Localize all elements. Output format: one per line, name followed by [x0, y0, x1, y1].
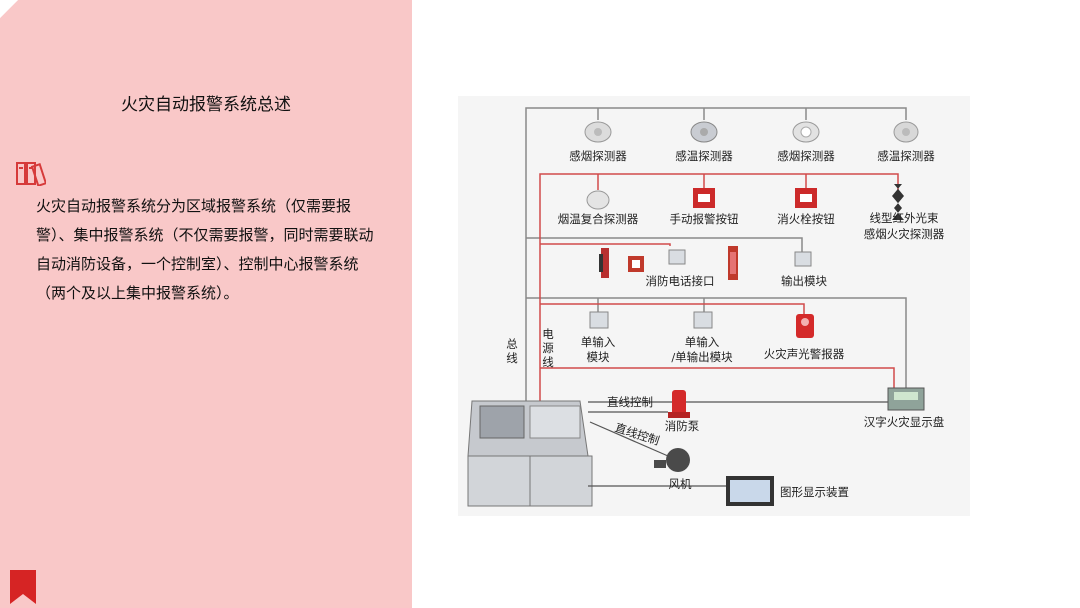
- telephone-jack: [628, 256, 644, 272]
- label-heat-detector-1: 感温探测器: [675, 149, 733, 163]
- input-output-module: [693, 311, 713, 329]
- manual-alarm-button: [693, 188, 715, 208]
- label-display-panel: 汉字火灾显示盘: [864, 415, 945, 429]
- heat-detector: [690, 121, 718, 143]
- label-beam-detector-line2: 感烟火灾探测器: [864, 227, 945, 241]
- fire-pump: [668, 390, 690, 418]
- telephone-interface-module: [668, 249, 686, 265]
- label-fire-pump: 消防泵: [665, 419, 700, 433]
- detector-row-2: 烟温复合探测器 手动报警按钮 消火栓按钮 线型红外光束 感烟火灾探测器: [558, 184, 945, 241]
- label-manual-alarm-button: 手动报警按钮: [670, 212, 739, 226]
- label-hydrant-button: 消火栓按钮: [777, 212, 835, 226]
- label-fan: 风机: [669, 477, 692, 491]
- chinese-fire-display-panel: [887, 387, 925, 411]
- smoke-detector: [584, 121, 612, 143]
- graphic-display-device: [726, 476, 774, 506]
- label-input-module-line1: 单输入: [581, 335, 616, 349]
- label-io-module-line1: 单输入: [685, 335, 720, 349]
- label-heat-detector-2: 感温探测器: [877, 149, 935, 163]
- label-smoke-detector-2: 感烟探测器: [777, 149, 835, 163]
- body-text: 火灾自动报警系统分为区域报警系统（仅需要报警）、集中报警系统（不仅需要报警，同时…: [36, 197, 374, 302]
- fire-alarm-system-diagram: 感烟探测器 感温探测器 感烟探测器 感温探测器 烟温复合探测器 手动报警按钮 消…: [458, 96, 970, 516]
- slide-title: 火灾自动报警系统总述: [121, 95, 291, 115]
- label-telephone-interface: 消防电话接口: [646, 274, 715, 288]
- telephone-handset: [599, 248, 609, 278]
- device-row-3: 消防电话接口 输出模块: [599, 246, 827, 288]
- power-line: [539, 173, 899, 421]
- bookmark-icon: [10, 570, 36, 604]
- label-input-module-line2: 模块: [587, 350, 610, 364]
- heat-detector: [893, 121, 919, 143]
- sound-light-alarm: [796, 314, 814, 338]
- label-beam-detector-line1: 线型红外光束: [870, 211, 939, 225]
- label-output-module: 输出模块: [781, 274, 827, 288]
- label-io-module-line2: /单输出模块: [671, 350, 733, 364]
- label-direct-control-1: 直线控制: [607, 395, 653, 409]
- input-module: [589, 311, 609, 329]
- label-sound-light-alarm: 火灾声光警报器: [764, 347, 845, 361]
- left-panel: 火灾自动报警系统总述 火灾自动报警系统分为区域报警系统（仅需要报警）、集中报警系…: [0, 0, 412, 608]
- control-cabinet: [467, 400, 593, 507]
- fire-telephone: [728, 246, 738, 280]
- beam-detector: [892, 184, 904, 220]
- detector-row-1: 感烟探测器 感温探测器 感烟探测器 感温探测器: [569, 121, 935, 163]
- combo-detector: [586, 190, 610, 210]
- fan: [654, 448, 690, 472]
- device-row-4: 单输入 模块 单输入 /单输出模块 火灾声光警报器: [581, 311, 845, 364]
- label-direct-control-2: 直线控制: [613, 420, 661, 448]
- label-power-1: 电: [542, 327, 554, 341]
- corner-decoration: [0, 0, 138, 65]
- output-module: [794, 251, 812, 267]
- smoke-detector: [792, 121, 820, 143]
- label-bus-1: 总: [506, 337, 518, 351]
- label-smoke-detector-1: 感烟探测器: [569, 149, 627, 163]
- hydrant-button: [795, 188, 817, 208]
- label-combo-detector: 烟温复合探测器: [558, 212, 639, 226]
- label-graphic-display: 图形显示装置: [780, 485, 849, 499]
- label-bus-2: 线: [506, 351, 518, 365]
- binder-icon: [16, 162, 46, 186]
- bus-line: [525, 107, 907, 421]
- label-power-2: 源: [542, 341, 554, 355]
- label-power-3: 线: [542, 355, 554, 369]
